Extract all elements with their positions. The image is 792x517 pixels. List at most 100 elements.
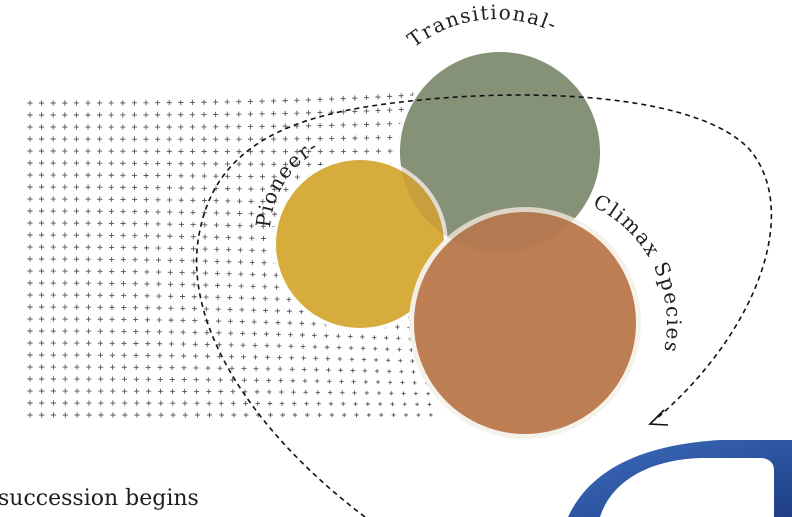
plus-mark	[413, 391, 418, 396]
plus-mark	[203, 270, 209, 276]
plus-mark	[27, 316, 33, 322]
plus-mark	[426, 391, 430, 396]
plus-mark	[342, 412, 347, 418]
plus-mark	[375, 148, 381, 154]
plus-mark	[50, 304, 56, 310]
plus-mark	[39, 340, 45, 346]
plus-mark	[50, 328, 56, 334]
plus-mark	[329, 149, 335, 155]
plus-mark	[155, 136, 161, 142]
plus-mark	[201, 124, 207, 130]
plus-mark	[120, 208, 126, 215]
plus-mark	[294, 161, 300, 167]
plus-mark	[155, 124, 161, 130]
plus-mark	[97, 148, 103, 154]
plus-mark	[190, 209, 196, 216]
plus-mark	[134, 400, 140, 406]
plus-mark	[97, 172, 103, 178]
plus-mark	[391, 413, 396, 417]
plus-mark	[85, 244, 91, 250]
plus-mark	[179, 258, 185, 264]
plus-mark	[248, 149, 254, 155]
plus-mark	[236, 136, 242, 142]
plus-mark	[167, 221, 173, 227]
plus-mark	[395, 324, 400, 330]
plus-mark	[324, 344, 330, 350]
plus-mark	[271, 98, 277, 104]
plus-mark	[39, 352, 45, 358]
plus-mark	[122, 388, 128, 394]
plus-mark	[98, 364, 104, 370]
plus-mark	[144, 269, 150, 275]
plus-mark	[39, 400, 45, 406]
plus-mark	[166, 160, 172, 167]
plus-mark	[384, 335, 389, 340]
plus-mark	[288, 332, 293, 337]
plus-mark	[86, 388, 92, 394]
plus-mark	[365, 401, 370, 407]
plus-mark	[74, 304, 80, 310]
plus-mark	[242, 377, 247, 383]
plus-mark	[97, 160, 103, 166]
plus-mark	[275, 308, 280, 314]
plus-mark	[50, 388, 57, 394]
plus-mark	[121, 352, 127, 358]
plus-mark	[62, 124, 68, 130]
plus-mark	[329, 96, 335, 102]
plus-mark	[86, 340, 92, 346]
plus-mark	[399, 369, 404, 374]
plus-mark	[167, 257, 173, 263]
plus-mark	[294, 174, 300, 180]
plus-mark	[178, 197, 184, 203]
plus-mark	[251, 319, 257, 325]
plus-mark	[120, 280, 127, 287]
plus-mark	[236, 173, 242, 179]
plus-mark	[218, 400, 224, 406]
plus-mark	[227, 295, 233, 301]
plus-mark	[203, 306, 209, 312]
plus-mark	[143, 172, 149, 179]
plus-mark	[27, 340, 33, 346]
plus-mark	[238, 271, 244, 277]
plus-mark	[50, 280, 56, 286]
plus-mark	[214, 234, 220, 240]
plus-mark	[178, 185, 184, 191]
plus-mark	[39, 208, 45, 214]
plus-mark	[282, 149, 288, 155]
plus-mark	[362, 368, 367, 373]
plus-mark	[50, 100, 56, 106]
plus-mark	[266, 389, 272, 395]
plus-mark	[316, 401, 321, 406]
plus-mark	[190, 197, 196, 203]
plus-mark	[240, 330, 246, 336]
plus-mark	[50, 172, 56, 178]
plus-mark	[109, 328, 115, 334]
transitional-circle	[400, 52, 600, 252]
plus-mark	[178, 124, 184, 130]
plus-mark	[283, 187, 289, 193]
plus-mark	[27, 280, 33, 286]
plus-mark	[387, 369, 392, 374]
plus-mark	[143, 100, 149, 106]
plus-mark	[169, 365, 175, 371]
plus-mark	[62, 220, 68, 226]
plus-mark	[249, 259, 255, 265]
plus-mark	[352, 148, 358, 154]
plus-mark	[214, 270, 220, 276]
plus-mark	[290, 378, 296, 384]
plus-mark	[132, 305, 139, 311]
plus-mark	[155, 209, 161, 215]
plus-mark	[241, 354, 246, 360]
plus-mark	[205, 365, 211, 371]
plus-mark	[179, 282, 185, 288]
plus-mark	[27, 148, 33, 154]
plus-mark	[411, 369, 416, 374]
plus-mark	[312, 344, 318, 350]
plus-mark	[224, 149, 230, 155]
plus-mark	[227, 307, 233, 312]
plus-mark	[267, 401, 273, 406]
plus-mark	[73, 148, 80, 154]
plus-mark	[326, 367, 331, 373]
plus-mark	[50, 256, 56, 262]
plus-mark	[85, 196, 91, 202]
